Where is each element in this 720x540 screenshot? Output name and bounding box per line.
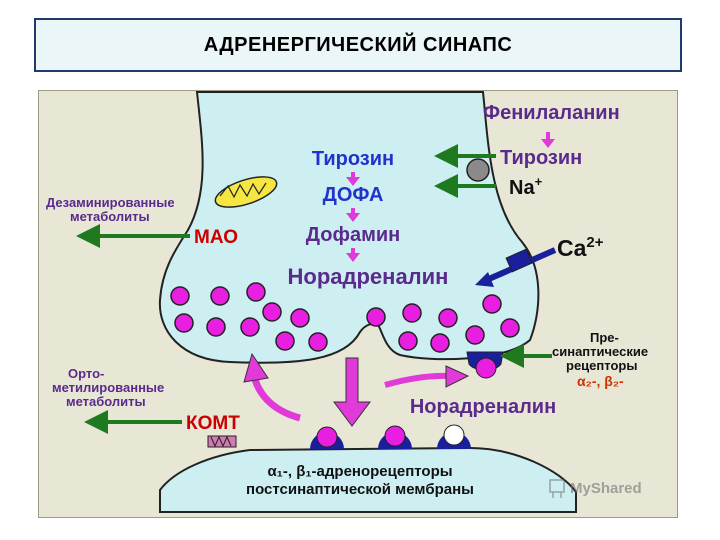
comt-label: КОМТ	[186, 413, 240, 434]
title-box: АДРЕНЕРГИЧЕСКИЙ СИНАПС	[34, 18, 682, 72]
vesicle	[275, 331, 295, 351]
vesicle	[430, 333, 450, 353]
noradrenaline-internal-label: Норадреналин	[288, 264, 449, 289]
ligand-left	[316, 426, 338, 448]
postsynaptic-receptors-line2: постсинаптической мембраны	[246, 481, 474, 498]
vesicle	[174, 313, 194, 333]
presynaptic-receptor	[466, 351, 504, 379]
vesicle	[240, 317, 260, 337]
presynaptic-receptors-line1: Пре-	[590, 330, 619, 345]
vesicle	[438, 308, 458, 328]
reuptake-arrow	[250, 375, 301, 422]
comt-enzyme-icon	[207, 435, 237, 448]
deaminated-label-line1: Дезаминированные	[46, 195, 175, 210]
dopamine-label: Дофамин	[306, 224, 401, 246]
vesicle	[308, 332, 328, 352]
tyrosine-internal-label: Тирозин	[312, 148, 394, 170]
dopa-label: ДОФА	[323, 184, 384, 206]
transporter-ball-icon	[466, 158, 490, 182]
ligand-right-empty	[443, 424, 465, 446]
calcium-label: Ca2+	[557, 234, 604, 261]
vesicle	[206, 317, 226, 337]
vesicle	[290, 308, 310, 328]
vesicle	[465, 325, 485, 345]
mao-label: МАО	[194, 227, 238, 248]
postsynaptic-membrane	[159, 446, 577, 513]
watermark-logo: MyShared	[549, 479, 642, 498]
presynaptic-receptors-line3: рецепторы	[566, 358, 637, 373]
sodium-label: Na+	[509, 174, 543, 199]
vesicle	[500, 318, 520, 338]
presynaptic-receptors-line2: синаптические	[552, 344, 648, 359]
phenylalanine-label: Фенилаланин	[483, 102, 620, 124]
orthomethyl-label-line2: метилированные	[52, 380, 164, 395]
vesicle	[170, 286, 190, 306]
ligand-middle	[384, 425, 406, 447]
postsynaptic-receptors-line1: α₁-, β₁-адренорецепторы	[267, 463, 452, 480]
postsynaptic-receptors	[310, 424, 471, 449]
autoreceptor-arrow	[384, 372, 451, 388]
vesicles	[170, 282, 520, 353]
slide-title: АДРЕНЕРГИЧЕСКИЙ СИНАПС	[203, 33, 513, 56]
noradrenaline-cleft-label: Норадреналин	[410, 396, 556, 418]
vesicle	[210, 286, 230, 306]
vesicle	[398, 331, 418, 351]
release-arrow	[333, 357, 371, 427]
watermark-text: MyShared	[570, 480, 642, 497]
deaminated-label-line2: метаболиты	[70, 209, 150, 224]
vesicle	[246, 282, 266, 302]
orthomethyl-label-line1: Орто-	[68, 366, 104, 381]
calcium-channel-icon	[475, 247, 557, 287]
magenta-arrows	[243, 132, 555, 427]
presynaptic-receptors-line4: α₂-, β₂-	[577, 373, 624, 389]
vesicle	[402, 303, 422, 323]
orthomethyl-label-line3: метаболиты	[66, 394, 146, 409]
vesicle	[366, 307, 386, 327]
vesicle	[482, 294, 502, 314]
green-arrows	[76, 144, 552, 434]
vesicle	[262, 302, 282, 322]
tyrosine-external-label: Тирозин	[500, 147, 582, 169]
mitochondrion-icon	[214, 176, 278, 208]
